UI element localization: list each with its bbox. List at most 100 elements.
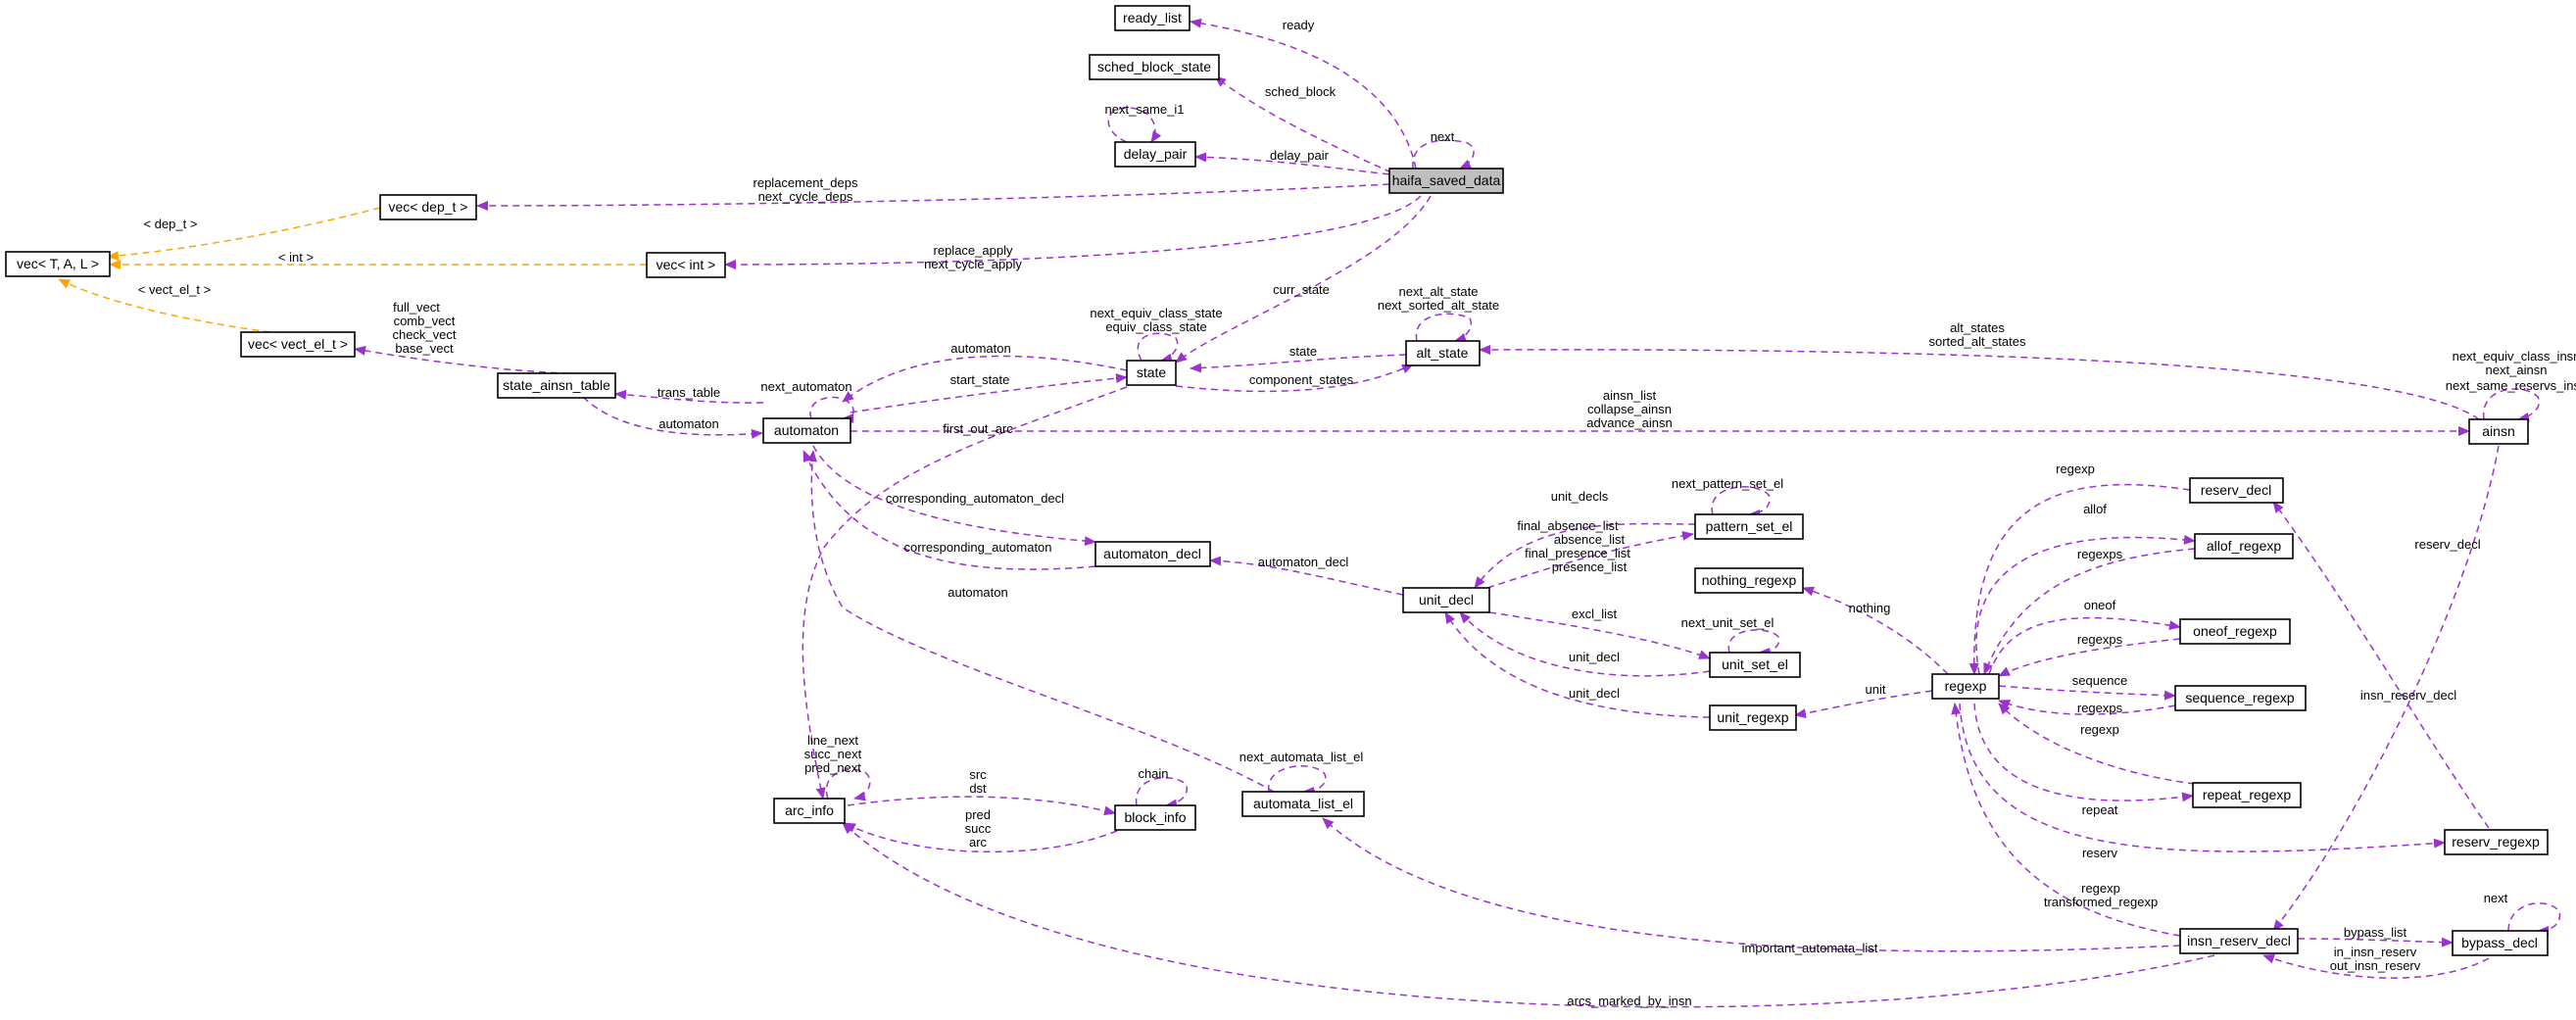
label-sequence: sequence [2072, 673, 2127, 688]
edge-unit-decls [1474, 522, 1696, 589]
edge-sched-block [1214, 75, 1392, 173]
edge-replace-apply [724, 195, 1422, 269]
label-transformed-regexp-1: regexp [2081, 881, 2120, 896]
node-state[interactable]: state [1126, 360, 1177, 386]
node-delay-pair[interactable]: delay_pair [1114, 141, 1196, 168]
node-alt-state[interactable]: alt_state [1405, 340, 1481, 366]
node-vec-tal[interactable]: vec< T, A, L > [5, 251, 111, 277]
node-automaton-label: automaton [774, 422, 839, 438]
node-reserv-decl-label: reserv_decl [2201, 482, 2271, 498]
edge-arcs-marked-by-insn [842, 822, 2215, 1008]
edge-reserv [1959, 703, 2446, 852]
node-bypass-decl[interactable]: bypass_decl [2452, 930, 2549, 956]
label-final-absence-list: final_absence_list [1517, 518, 1619, 533]
node-unit-set-el[interactable]: unit_set_el [1709, 652, 1801, 678]
edge-trans-table [614, 389, 764, 404]
edge-in-insn-reserv [2262, 953, 2490, 979]
edge-excl-list [1488, 611, 1711, 659]
label-tmpl-int: < int > [278, 250, 314, 265]
node-vec-int[interactable]: vec< int > [646, 252, 726, 278]
edge-automaton-decl [1209, 556, 1404, 596]
node-automaton[interactable]: automaton [762, 417, 851, 444]
node-repeat-regexp[interactable]: repeat_regexp [2192, 782, 2302, 808]
node-haifa-saved-data[interactable]: haifa_saved_data [1388, 168, 1504, 194]
label-arcs-marked-by-insn: arcs_marked_by_insn [1567, 994, 1691, 1008]
edge-alt-states [1479, 344, 2480, 420]
label-next-automata-list-el: next_automata_list_el [1239, 750, 1364, 764]
label-important-automata-list: important_automata_list [1742, 941, 1878, 955]
label-nothing: nothing [1849, 601, 1891, 615]
nodes: ready_list sched_block_state delay_pair … [5, 5, 2549, 956]
node-allof-regexp-label: allof_regexp [2207, 538, 2281, 554]
label-corresponding-automaton: corresponding_automaton [903, 540, 1051, 555]
label-automaton-sat: automaton [658, 416, 718, 431]
node-vec-tal-label: vec< T, A, L > [17, 256, 99, 271]
node-vec-vect-el-t[interactable]: vec< vect_el_t > [240, 331, 356, 358]
label-automaton-decl: automaton_decl [1258, 555, 1349, 569]
edge-curr-state [1175, 195, 1432, 364]
node-regexp-label: regexp [1945, 678, 1987, 694]
node-pattern-set-el[interactable]: pattern_set_el [1694, 513, 1804, 540]
node-unit-regexp[interactable]: unit_regexp [1709, 704, 1797, 731]
node-nothing-regexp[interactable]: nothing_regexp [1694, 567, 1804, 594]
label-unit-decls: unit_decls [1551, 489, 1609, 504]
label-start-state: start_state [950, 372, 1010, 387]
label-line-next: line_next [807, 733, 858, 748]
label-next-same-reservs-insn: next_same_reservs_insn [2446, 378, 2576, 393]
edge-automaton-sat [582, 396, 763, 439]
label-chain: chain [1138, 766, 1168, 781]
label-alt-states: alt_states [1950, 320, 2005, 335]
node-arc-info[interactable]: arc_info [773, 798, 846, 824]
label-advance-ainsn: advance_ainsn [1586, 415, 1672, 430]
edge-insn-reserv-decl [2272, 445, 2500, 932]
node-pattern-set-el-label: pattern_set_el [1706, 518, 1793, 534]
edge-tmpl-dep-t [107, 207, 381, 262]
node-reserv-decl[interactable]: reserv_decl [2189, 477, 2284, 504]
label-sched-block: sched_block [1265, 84, 1337, 99]
edge-next-automata-list-el [1268, 765, 1327, 797]
node-block-info-label: block_info [1124, 809, 1186, 825]
node-block-info[interactable]: block_info [1114, 804, 1196, 831]
node-sequence-regexp[interactable]: sequence_regexp [2174, 685, 2307, 711]
node-arc-info-label: arc_info [785, 802, 834, 818]
label-unit-decl-use: unit_decl [1569, 650, 1620, 664]
node-ready-list-label: ready_list [1123, 10, 1182, 25]
node-automata-list-el[interactable]: automata_list_el [1241, 791, 1365, 817]
node-state-ainsn-table[interactable]: state_ainsn_table [497, 372, 616, 399]
node-sequence-regexp-label: sequence_regexp [2185, 690, 2295, 705]
edge-next-automaton [809, 396, 854, 423]
node-oneof-regexp[interactable]: oneof_regexp [2179, 618, 2291, 645]
edge-unit-decl-ur [1444, 611, 1711, 718]
node-automaton-decl[interactable]: automaton_decl [1094, 541, 1211, 567]
edge-bypass-next [2507, 902, 2561, 936]
node-ready-list[interactable]: ready_list [1114, 5, 1191, 31]
label-collapse-ainsn: collapse_ainsn [1587, 402, 1672, 416]
edge-regexp-reserv-decl [1968, 483, 2191, 675]
label-out-insn-reserv: out_insn_reserv [2330, 958, 2421, 973]
label-automaton-ale: automaton [948, 585, 1007, 600]
node-reserv-regexp[interactable]: reserv_regexp [2444, 829, 2549, 855]
node-regexp[interactable]: regexp [1931, 673, 2000, 700]
node-vec-vect-el-t-label: vec< vect_el_t > [248, 336, 348, 352]
label-next-equiv-class-state: next_equiv_class_state [1090, 306, 1222, 320]
edge-next-self [1412, 139, 1475, 170]
label-unit-decl-ur: unit_decl [1569, 686, 1620, 701]
edge-full-vect [354, 345, 594, 375]
label-succ: succ [965, 821, 992, 836]
label-first-out-arc: first_out_arc [943, 421, 1013, 436]
node-ainsn[interactable]: ainsn [2468, 418, 2529, 445]
label-pred-next: pred_next [804, 760, 861, 775]
node-insn-reserv-decl[interactable]: insn_reserv_decl [2179, 928, 2299, 954]
label-comb-vect: comb_vect [394, 314, 456, 328]
label-automaton-state: automaton [950, 341, 1010, 356]
edge-first-out-arc [802, 386, 1128, 800]
label-succ-next: succ_next [804, 747, 862, 761]
node-vec-dep-t[interactable]: vec< dep_t > [379, 194, 477, 220]
node-unit-decl[interactable]: unit_decl [1402, 587, 1490, 613]
node-allof-regexp[interactable]: allof_regexp [2194, 533, 2294, 559]
label-final-presence-list: final_presence_list [1525, 546, 1630, 560]
label-next-automaton: next_automaton [760, 379, 851, 394]
label-tmpl-dep-t: < dep_t > [144, 217, 198, 231]
node-vec-int-label: vec< int > [656, 257, 716, 272]
node-sched-block-state[interactable]: sched_block_state [1089, 54, 1220, 80]
